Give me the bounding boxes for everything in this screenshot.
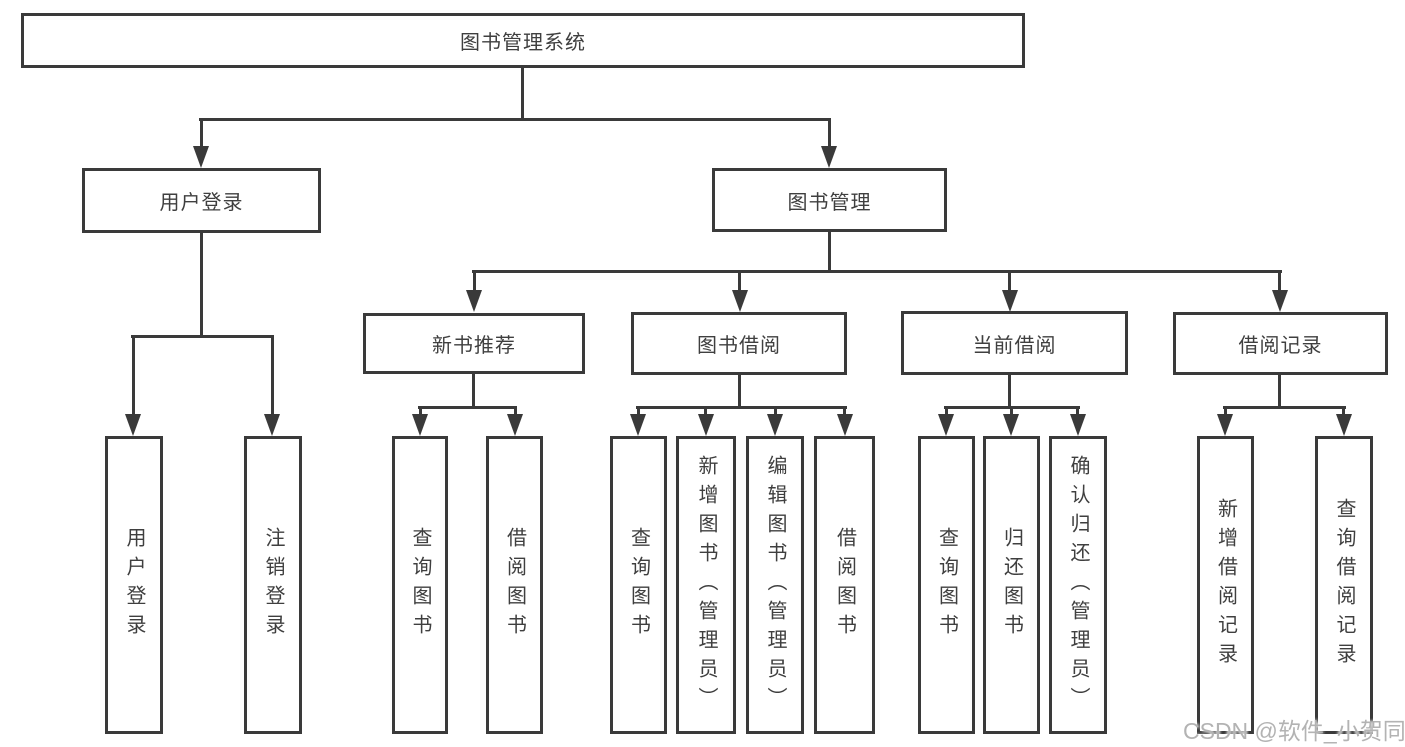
connector-line bbox=[131, 335, 274, 338]
connector-arrowhead bbox=[1003, 414, 1019, 436]
leaf-add-borrow-record: 新增借阅记录 bbox=[1197, 436, 1254, 734]
leaf-return-books: 归还图书 bbox=[983, 436, 1040, 734]
node-label: 图书借阅 bbox=[697, 335, 781, 357]
connector-line bbox=[1278, 375, 1281, 409]
leaf-label: 用户登录 bbox=[123, 527, 145, 643]
leaf-query-books: 查询图书 bbox=[918, 436, 975, 734]
watermark: CSDN @软件_小贺同学 bbox=[1183, 718, 1405, 744]
node-user-login: 用户登录 bbox=[82, 168, 321, 233]
connector-line bbox=[200, 233, 203, 337]
connector-line bbox=[774, 406, 777, 416]
connector-line bbox=[1076, 406, 1079, 416]
node-new-book-recommend: 新书推荐 bbox=[363, 313, 585, 374]
connector-line bbox=[514, 406, 517, 416]
node-library-system: 图书管理系统 bbox=[21, 13, 1025, 68]
node-label: 用户登录 bbox=[159, 192, 244, 214]
leaf-label: 查询图书 bbox=[627, 527, 650, 643]
connector-arrowhead bbox=[466, 290, 482, 312]
connector-arrowhead bbox=[732, 290, 748, 312]
leaf-label: 注销登录 bbox=[262, 527, 284, 643]
connector-line bbox=[418, 406, 517, 409]
leaf-query-books: 查询图书 bbox=[610, 436, 667, 734]
connector-line bbox=[1342, 406, 1345, 416]
connector-arrowhead bbox=[1217, 414, 1233, 436]
connector-arrowhead bbox=[837, 414, 853, 436]
connector-arrowhead bbox=[1002, 290, 1018, 312]
connector-line bbox=[472, 374, 475, 409]
connector-line bbox=[473, 270, 476, 294]
connector-line bbox=[945, 406, 948, 416]
connector-arrowhead bbox=[125, 414, 141, 436]
leaf-label: 归还图书 bbox=[1000, 527, 1023, 643]
node-label: 图书管理系统 bbox=[460, 32, 586, 54]
connector-line bbox=[637, 406, 640, 416]
leaf-logout: 注销登录 bbox=[244, 436, 302, 734]
connector-line bbox=[132, 335, 135, 416]
leaf-query-borrow-record: 查询借阅记录 bbox=[1315, 436, 1373, 734]
connector-arrowhead bbox=[821, 146, 837, 168]
connector-arrowhead bbox=[412, 414, 428, 436]
node-current-borrowing: 当前借阅 bbox=[901, 311, 1128, 375]
leaf-label: 新增借阅记录 bbox=[1214, 498, 1237, 672]
connector-line bbox=[704, 406, 707, 416]
connector-line bbox=[828, 232, 831, 273]
connector-line bbox=[1008, 270, 1011, 294]
connector-line bbox=[271, 335, 274, 416]
leaf-label: 查询图书 bbox=[935, 527, 958, 643]
node-label: 图书管理 bbox=[787, 191, 872, 214]
node-label: 新书推荐 bbox=[432, 335, 516, 357]
connector-arrowhead bbox=[193, 146, 209, 168]
connector-line bbox=[1224, 406, 1227, 416]
connector-arrowhead bbox=[1336, 414, 1352, 436]
connector-line bbox=[1223, 406, 1346, 409]
connector-arrowhead bbox=[1070, 414, 1086, 436]
connector-arrowhead bbox=[264, 414, 280, 436]
connector-line bbox=[1008, 375, 1011, 409]
leaf-label: 新增图书（管理员） bbox=[695, 454, 717, 716]
connector-line bbox=[828, 118, 831, 150]
node-label: 借阅记录 bbox=[1238, 335, 1323, 357]
leaf-confirm-return-admin: 确认归还（管理员） bbox=[1049, 436, 1107, 734]
leaf-label: 借阅图书 bbox=[503, 527, 526, 643]
connector-arrowhead bbox=[630, 414, 646, 436]
leaf-user-login: 用户登录 bbox=[105, 436, 163, 734]
node-borrow-records: 借阅记录 bbox=[1173, 312, 1388, 375]
leaf-label: 查询图书 bbox=[409, 527, 431, 643]
leaf-label: 借阅图书 bbox=[833, 527, 856, 643]
leaf-label: 查询借阅记录 bbox=[1333, 498, 1355, 672]
node-label: 当前借阅 bbox=[972, 334, 1057, 357]
connector-line bbox=[843, 406, 846, 416]
connector-line bbox=[200, 118, 203, 150]
leaf-edit-books-admin: 编辑图书（管理员） bbox=[746, 436, 804, 734]
leaf-label: 确认归还（管理员） bbox=[1067, 454, 1089, 716]
connector-line bbox=[419, 406, 422, 416]
leaf-query-books: 查询图书 bbox=[392, 436, 448, 734]
connector-line bbox=[738, 270, 741, 294]
connector-arrowhead bbox=[507, 414, 523, 436]
connector-line bbox=[1010, 406, 1013, 416]
node-book-management: 图书管理 bbox=[712, 168, 947, 232]
connector-arrowhead bbox=[938, 414, 954, 436]
connector-arrowhead bbox=[1272, 290, 1288, 312]
node-book-borrowing: 图书借阅 bbox=[631, 312, 847, 375]
connector-line bbox=[1278, 270, 1281, 294]
leaf-label: 编辑图书（管理员） bbox=[764, 454, 786, 716]
connector-arrowhead bbox=[767, 414, 783, 436]
connector-arrowhead bbox=[698, 414, 714, 436]
connector-line bbox=[521, 68, 524, 121]
connector-line bbox=[472, 270, 1282, 273]
leaf-borrow-books: 借阅图书 bbox=[486, 436, 543, 734]
connector-line bbox=[738, 375, 741, 409]
connector-line bbox=[636, 406, 847, 409]
connector-line bbox=[199, 118, 831, 121]
leaf-borrow-books: 借阅图书 bbox=[814, 436, 875, 734]
leaf-add-books-admin: 新增图书（管理员） bbox=[676, 436, 736, 734]
